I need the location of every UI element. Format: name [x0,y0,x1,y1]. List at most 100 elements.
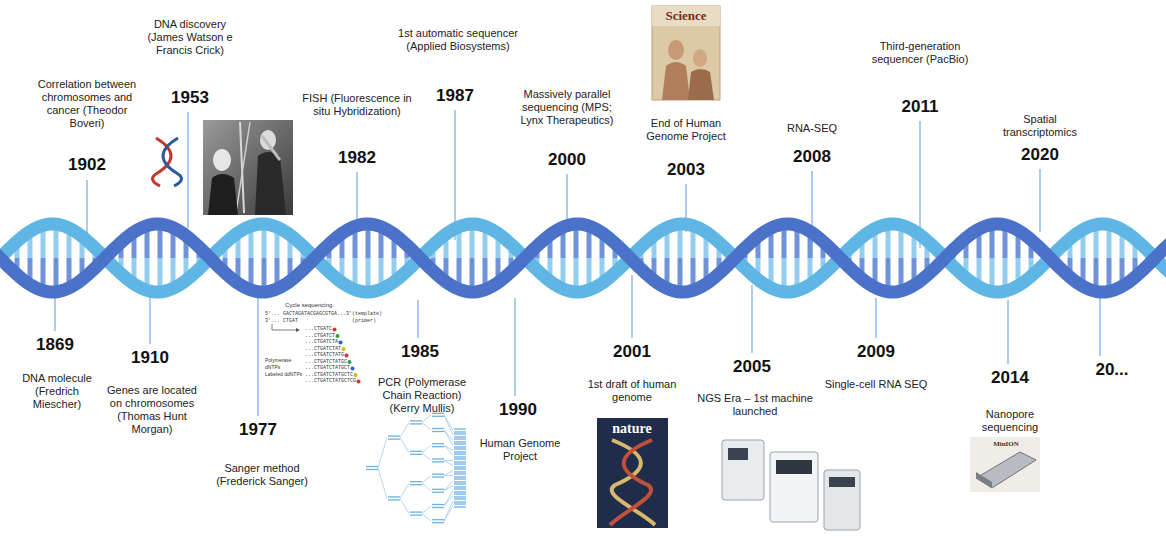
figure-arrow [272,324,298,330]
pcr-branch [422,422,431,430]
leader-line [875,298,876,338]
pcr-branch [378,468,387,498]
pcr-strand [454,461,466,462]
pcr-branch [400,483,409,498]
pcr-strand [432,507,444,508]
figure-text: 5'... GACTAGATACGAGCGTGA...3' [265,312,352,317]
figure-text: Cycle sequencing [285,302,332,308]
event-label: Human Genome Project [478,437,563,463]
pcr-strand [410,451,422,452]
machine [824,470,860,530]
event-label: NGS Era – 1st machine launched [695,392,815,418]
pcr-strand [454,491,466,492]
pcr-branch [444,486,453,491]
photo [203,120,293,215]
pcr-strand [388,496,400,497]
nature-cover [597,418,668,528]
pcr-strand [432,489,444,490]
pcr-branch [444,445,453,455]
machine [722,440,764,500]
device-ground [970,437,1040,492]
photo-figure [255,152,286,215]
pcr-strand [410,423,422,424]
figure-text: ...CTGATCTATGCTCG [305,379,356,384]
pcr-branch [444,506,453,522]
cover-frame [652,6,720,100]
pcr-branch [400,422,409,437]
figure-text: ...CTGATCTA [305,340,338,345]
pcr-strand [454,473,466,474]
year-label: 2011 [885,97,955,117]
ddntp-dot [351,367,355,371]
pcr-strand [432,428,444,429]
leader-line [514,298,515,396]
pcr-strand [454,478,466,479]
year-label: 2001 [597,342,667,362]
ddntp-dot [354,373,358,377]
cover-title: nature [597,422,667,436]
pcr-strand [454,506,466,507]
leader-line [631,275,632,338]
pcr-strand [432,522,444,523]
pcr-branch [422,453,431,461]
pcr-strand [388,438,400,439]
cover-helix [610,440,652,525]
photo-frame [203,120,293,215]
pcr-strand [454,441,466,442]
pcr-strand [454,446,466,447]
pcr-strand [454,486,466,487]
event-label: Third-generation sequencer (PacBio) [865,40,975,66]
pcr-strand [432,492,444,493]
leader-line [417,300,418,338]
pcr-strand [432,473,444,474]
science-cover [652,6,720,100]
event-label: End of Human Genome Project [641,117,731,143]
pcr-branch [444,501,453,522]
pcr-strand [454,503,466,504]
event-label: Single-cell RNA SEQ [811,378,941,391]
leader-line [257,292,258,416]
ddntp-dot [336,334,340,338]
pcr-strand [388,435,400,436]
ngs-machines [722,440,860,530]
pcr-strand [454,448,466,449]
pcr-branch [422,506,431,514]
pcr-strand [454,458,466,459]
pcr-strand [454,463,466,464]
cover-band [652,6,720,26]
figure-text: ...CTGATCTAT [305,347,341,352]
leader-line [1039,169,1040,232]
event-label: DNA discovery (James Watson e Francis Cr… [140,18,240,57]
minion-device [970,437,1040,492]
pcr-branch [422,483,431,491]
figure-text: ...CTGATCTATGC [305,360,347,365]
year-label: 2020 [1005,145,1075,165]
pcr-strand [454,501,466,502]
helix-strand [0,224,1166,292]
year-label: 1977 [223,420,293,440]
pcr-strand [454,451,466,452]
year-label: 20... [1077,360,1147,380]
pcr-strand [454,431,466,432]
pcr-strand [454,443,466,444]
year-label: 1953 [155,88,225,108]
event-label: RNA-SEQ [772,122,852,135]
figure-text: (template) [352,312,382,317]
pcr-strand [454,471,466,472]
photo-figure [260,130,276,150]
ddntp-dot [348,360,352,364]
pcr-strand [410,511,422,512]
photo-figure [213,149,231,171]
pcr-branch [444,475,453,476]
pcr-strand [366,469,378,470]
pcr-branch [444,460,453,465]
pcr-strand [410,420,422,421]
pcr-strand [454,481,466,482]
pcr-strand [454,468,466,469]
photo-detail [262,136,280,160]
cover-figure [693,49,707,67]
leader-line [149,290,150,344]
figure-text: (primer) [352,319,376,324]
pcr-strand [454,466,466,467]
